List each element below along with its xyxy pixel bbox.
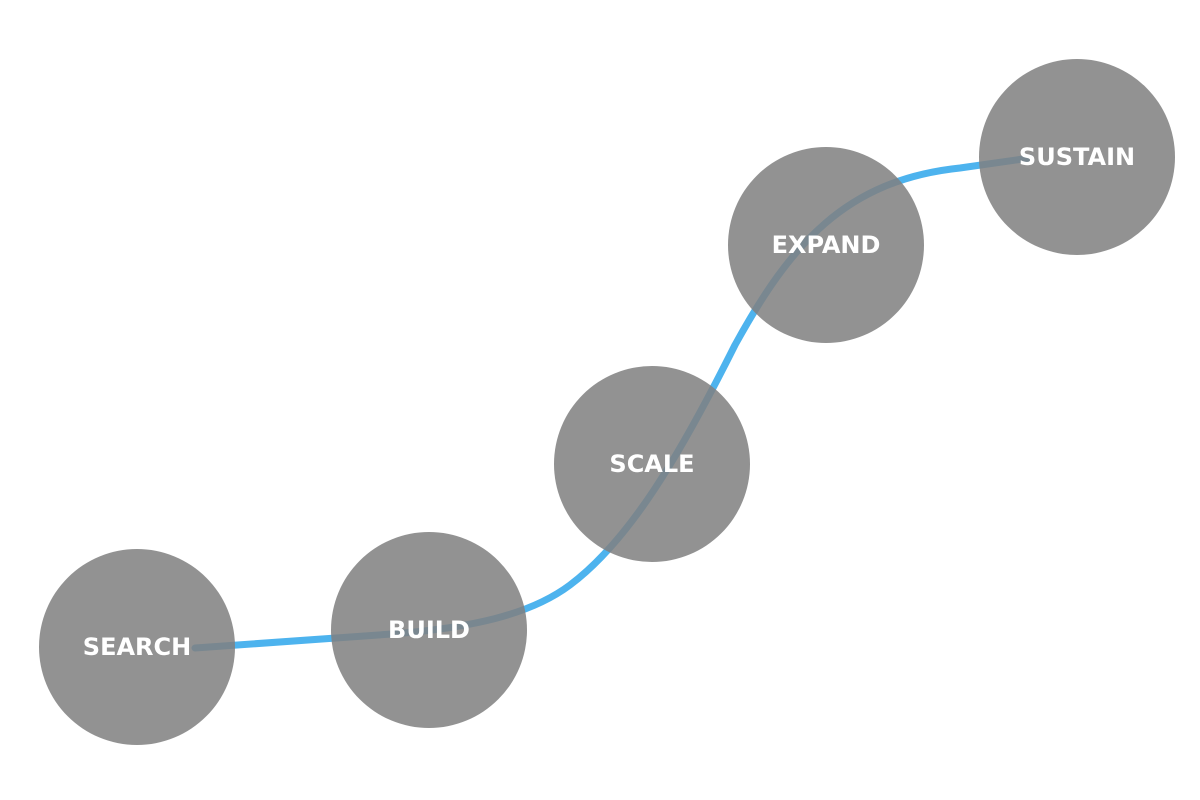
stage-node-search: SEARCH — [39, 549, 235, 745]
stage-circle-build — [331, 532, 527, 728]
stage-circle-search — [39, 549, 235, 745]
stage-label-expand: EXPAND — [772, 231, 881, 259]
stage-circle-sustain — [979, 59, 1175, 255]
stage-label-build: BUILD — [388, 616, 470, 644]
stage-label-search: SEARCH — [83, 633, 191, 661]
stage-node-build: BUILD — [331, 532, 527, 728]
stage-node-scale: SCALE — [554, 366, 750, 562]
stage-label-sustain: SUSTAIN — [1019, 143, 1135, 171]
stage-node-expand: EXPAND — [728, 147, 924, 343]
stage-label-scale: SCALE — [609, 450, 694, 478]
stage-node-sustain: SUSTAIN — [979, 59, 1175, 255]
stage-circle-scale — [554, 366, 750, 562]
stage-circle-expand — [728, 147, 924, 343]
